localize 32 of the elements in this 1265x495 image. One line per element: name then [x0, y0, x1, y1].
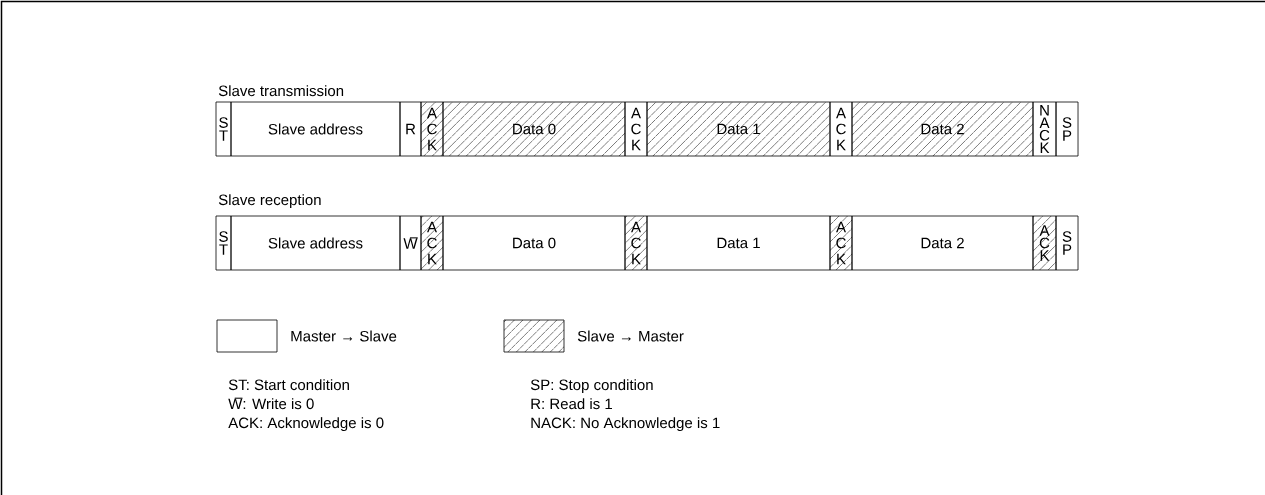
stop-field: SP	[1055, 215, 1079, 271]
address-field: Slave address	[230, 215, 401, 271]
ack-field: ACK	[829, 215, 853, 271]
note-text: ACK: Acknowledge is 0	[228, 417, 384, 432]
ack-field: ACK	[624, 101, 648, 157]
ack-field: ACK	[420, 215, 444, 271]
data-field: Data 0	[442, 101, 626, 157]
row-title: Slave transmission	[218, 85, 344, 97]
ack-field: ACK	[420, 101, 444, 157]
data-field: Data 1	[646, 215, 831, 271]
data-field: Data 0	[442, 215, 626, 271]
ack-field: NACK	[1032, 101, 1057, 157]
ack-field: ACK	[624, 215, 648, 271]
data-field: Data 2	[851, 101, 1034, 157]
legend-text: Slave → Master	[577, 330, 684, 342]
note-text: NACK: No Acknowledge is 1	[531, 417, 720, 432]
stop-field: SP	[1055, 101, 1079, 157]
note-text: W̅: Write is 0	[228, 397, 314, 410]
row-title: Slave reception	[218, 194, 321, 209]
note-text: R: Read is 1	[531, 398, 612, 410]
ack-field: ACK	[829, 101, 853, 157]
legend-text: Master → Slave	[291, 330, 397, 342]
start-field: ST	[215, 215, 232, 271]
ack-field: ACK	[1032, 215, 1057, 271]
data-field: Data 2	[851, 215, 1034, 271]
note-text: ST: Start condition	[228, 379, 349, 391]
data-field: Data 1	[646, 101, 831, 157]
address-field: Slave address	[230, 101, 401, 157]
start-field: ST	[215, 101, 232, 157]
rw-field: R	[399, 101, 422, 157]
rw-field: W̅	[399, 215, 422, 271]
note-text: SP: Stop condition	[530, 379, 653, 394]
